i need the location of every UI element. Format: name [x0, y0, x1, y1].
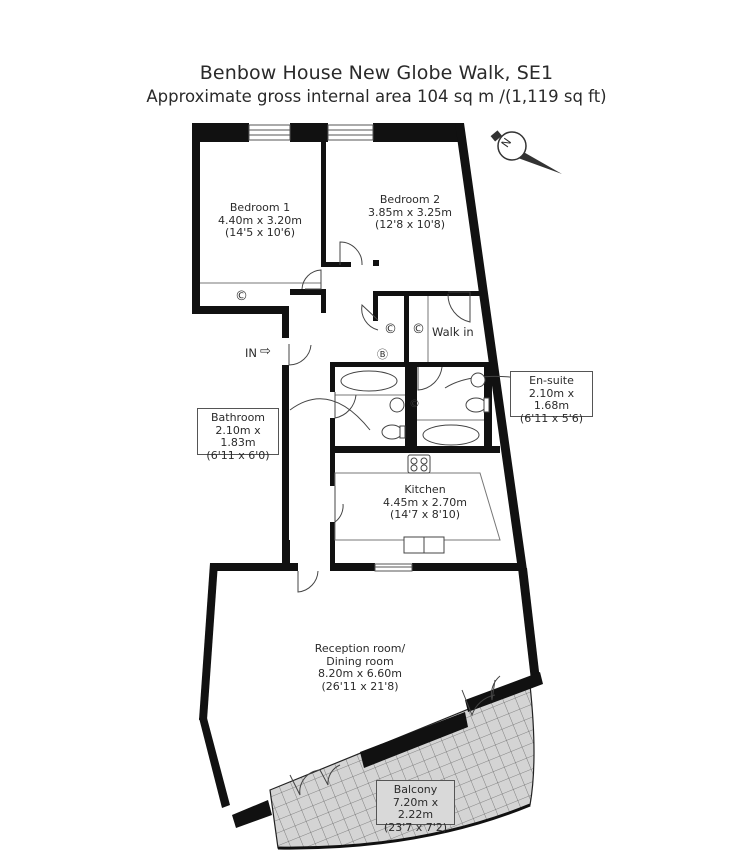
room-name: Balcony — [393, 783, 438, 796]
room-label-bedroom-2: Bedroom 2 3.85m x 3.25m (12'8 x 10'8) — [355, 193, 465, 232]
room-name: Bedroom 1 — [229, 201, 291, 214]
room-imperial: (23'7 x 7'2) — [383, 820, 448, 834]
room-name: Bedroom 2 — [379, 193, 441, 206]
cupboard-icon: © — [384, 322, 397, 337]
plan-subtitle: Approximate gross internal area 104 sq m… — [146, 87, 607, 106]
room-name: Reception room/ — [314, 642, 406, 655]
room-metric: 2.10m x 1.83m — [215, 423, 261, 449]
room-metric: 2.10m x 1.68m — [528, 386, 575, 412]
room-label-reception: Reception room/ Dining room 8.20m x 6.60… — [300, 642, 420, 693]
room-metric: 4.40m x 3.20m — [218, 213, 302, 227]
arrow-right-icon: ⇨ — [260, 344, 271, 359]
walk-in-label: Walk in — [432, 325, 474, 339]
cupboard-icon: © — [412, 322, 425, 337]
room-imperial: (6'11 x 6'0) — [206, 448, 270, 462]
cupboard-icon: © — [235, 289, 248, 304]
room-imperial: (14'5 x 10'6) — [224, 226, 296, 239]
room-metric: 3.85m x 3.25m — [368, 205, 452, 219]
room-name: Kitchen — [404, 483, 446, 496]
room-metric: 7.20m x 2.22m — [392, 795, 439, 821]
room-imperial: (14'7 x 8'10) — [389, 508, 461, 521]
entrance-label: IN — [245, 346, 257, 360]
windows — [248, 124, 413, 572]
room-metric: 4.45m x 2.70m — [383, 495, 467, 509]
room-label-balcony: Balcony 7.20m x 2.22m (23'7 x 7'2) — [376, 780, 455, 833]
room-label-bedroom-1: Bedroom 1 4.40m x 3.20m (14'5 x 10'6) — [205, 201, 315, 240]
room-imperial: (26'11 x 21'8) — [321, 679, 399, 693]
room-label-kitchen: Kitchen 4.45m x 2.70m (14'7 x 8'10) — [370, 483, 480, 522]
boiler-icon: Ⓑ — [377, 348, 388, 361]
room-name: Bathroom — [210, 411, 266, 424]
fixtures — [340, 370, 490, 554]
room-imperial: (12'8 x 10'8) — [374, 218, 446, 231]
room-imperial: (6'11 x 5'6) — [519, 411, 584, 425]
walls — [192, 123, 543, 828]
room-name: En-suite — [529, 374, 574, 387]
room-metric: 8.20m x 6.60m — [318, 667, 402, 680]
room-label-en-suite: En-suite 2.10m x 1.68m (6'11 x 5'6) — [510, 371, 593, 424]
room-label-bathroom: Bathroom 2.10m x 1.83m (6'11 x 6'0) — [197, 408, 279, 461]
cupboard-icon: © — [409, 397, 420, 410]
north-arrow-icon — [490, 130, 562, 174]
plan-title: Benbow House New Globe Walk, SE1 — [199, 62, 554, 84]
room-name-line2: Dining room — [326, 654, 394, 668]
